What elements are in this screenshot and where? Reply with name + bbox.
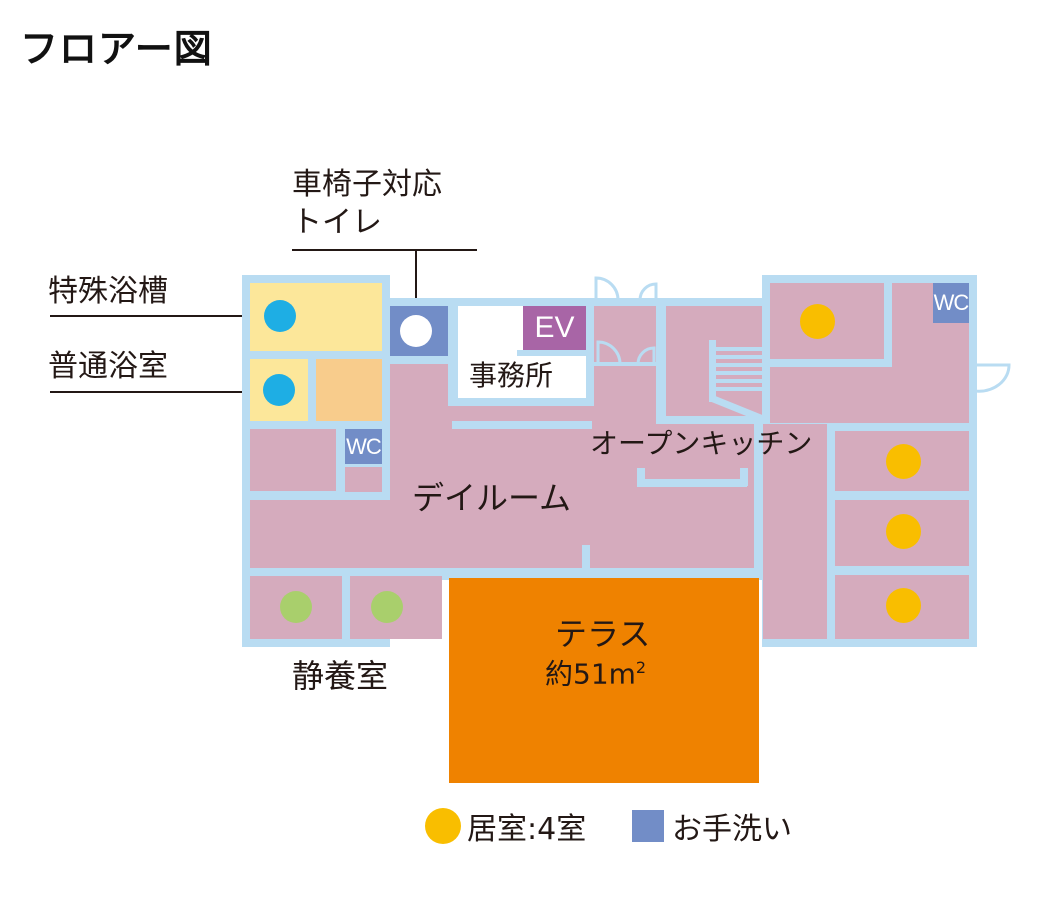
legend-restroom-label: お手洗い xyxy=(672,812,792,847)
legend-living-room-label: 居室:4室 xyxy=(467,812,587,847)
restroom-legend-square-icon xyxy=(632,810,664,842)
wheelchair-toilet-leader-v xyxy=(415,250,417,330)
stair-step xyxy=(714,371,762,375)
stairs-rail xyxy=(709,340,716,402)
wall-corridor-strip xyxy=(452,421,592,429)
entrance-door-inner xyxy=(596,340,656,365)
terrace xyxy=(449,578,759,783)
page-title: フロアー図 xyxy=(20,27,213,71)
office-ev-gap xyxy=(517,350,586,356)
wheelchair-toilet-dot-icon xyxy=(400,315,432,347)
living-room-dot-icon xyxy=(886,444,921,479)
elevator: EV xyxy=(523,306,586,350)
wheelchair-toilet-label-line2: トイレ xyxy=(292,205,382,240)
entrance-hall xyxy=(594,306,656,408)
wc-left: WC xyxy=(345,429,382,464)
stair-step xyxy=(714,347,762,351)
changing-room xyxy=(316,359,382,421)
stairs-diagonal xyxy=(709,395,765,423)
living-room-legend-dot-icon xyxy=(425,808,461,844)
normal-bath-dot-icon xyxy=(263,374,295,406)
stair-step xyxy=(714,363,762,367)
open-kitchen-label: オープンキッチン xyxy=(590,427,813,460)
corridor-below-wc xyxy=(345,467,382,492)
living-room-dot-icon xyxy=(886,588,921,623)
wall-kitchen-left xyxy=(656,306,666,424)
wall-kitchen-counter-bottom xyxy=(637,479,747,487)
wall-dayroom-stub xyxy=(582,545,590,573)
right-corridor-vertical xyxy=(763,424,827,639)
wall-right-divider xyxy=(755,424,763,548)
wall-kitchen-counter-left xyxy=(637,468,645,486)
quiet-room-dot-icon xyxy=(371,591,403,623)
stair-step xyxy=(714,355,762,359)
normal-bath-label: 普通浴室 xyxy=(48,349,168,384)
terrace-area-value: 約51m xyxy=(545,657,636,691)
special-bath-label: 特殊浴槽 xyxy=(48,274,168,309)
entrance-door-top xyxy=(594,276,658,301)
day-room-main xyxy=(390,364,448,568)
living-room-dot-icon xyxy=(886,514,921,549)
wheelchair-toilet-label-line1: 車椅子対応 xyxy=(292,167,442,202)
special-bath-leader xyxy=(50,315,280,317)
quiet-room-dot-icon xyxy=(280,591,312,623)
legend-restroom: お手洗い xyxy=(632,804,792,848)
right-corridor-mid xyxy=(770,367,969,423)
day-room-center xyxy=(446,406,754,568)
legend-living-room: 居室:4室 xyxy=(425,804,586,848)
wall-left-stub xyxy=(336,492,386,500)
terrace-area: 約51m2 xyxy=(545,660,646,688)
wheelchair-toilet-leader-h xyxy=(292,249,477,251)
wc-right: WC xyxy=(933,283,969,323)
wall-terrace-edge xyxy=(445,570,763,580)
special-bath-dot-icon xyxy=(264,300,296,332)
day-room-label: デイルーム xyxy=(412,479,572,517)
side-door-right xyxy=(975,363,1011,393)
storage-room-left xyxy=(250,429,336,491)
terrace-area-unit-sup: 2 xyxy=(635,658,647,677)
terrace-label: テラス xyxy=(555,615,651,653)
quiet-room-label: 静養室 xyxy=(292,657,389,695)
entrance-inner-threshold xyxy=(594,362,656,366)
wall-kitchen-counter-right xyxy=(740,468,748,486)
stair-step xyxy=(714,387,762,391)
wall-kitchen-bottom xyxy=(656,416,764,424)
stair-step xyxy=(714,379,762,383)
office-label: 事務所 xyxy=(469,359,554,392)
living-room-dot-icon xyxy=(800,304,835,339)
normal-bath-leader xyxy=(50,391,280,393)
